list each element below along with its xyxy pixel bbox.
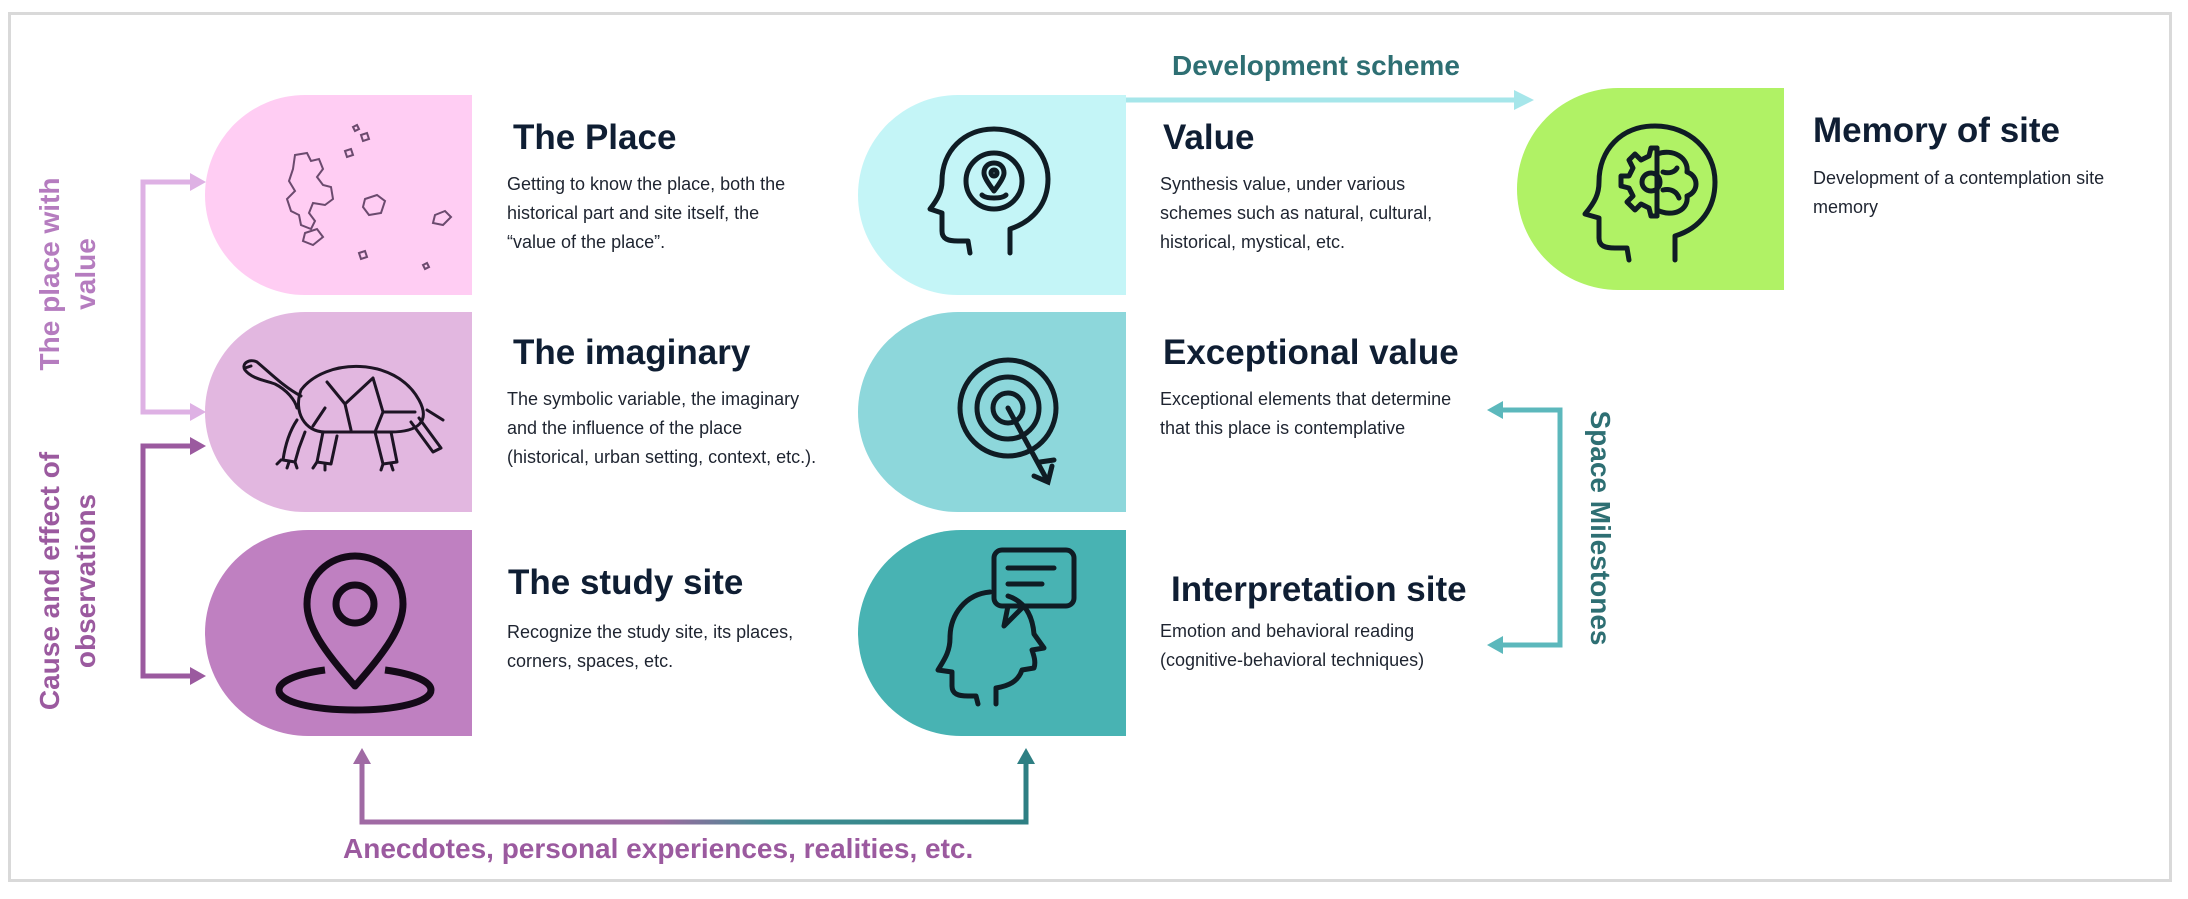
desc-line: Emotion and behavioral reading [1160, 621, 1415, 641]
memory-of-site-title: Memory of site [1813, 111, 2060, 150]
interpretation-site-description: Emotion and behavioral reading (cognitiv… [1160, 617, 1424, 675]
anecdotes-label: Anecdotes, personal experiences, realiti… [343, 833, 974, 864]
head-brain-gear-icon [1582, 123, 1718, 263]
arrowhead [190, 173, 206, 191]
place-tile [205, 95, 472, 295]
memory-of-site-tile [1517, 88, 1784, 290]
space-milestones-connector [1500, 407, 1563, 648]
place-with-value-connector [140, 179, 200, 415]
desc-line: (cognitive-behavioral techniques) [1160, 650, 1425, 670]
arrowhead [1487, 401, 1503, 419]
desc-line: and the influence of the place [507, 418, 743, 438]
tortoise-icon [242, 359, 445, 472]
desc-line: Getting to know the place, both the [507, 174, 786, 194]
desc-line: historical part and site itself, the [507, 203, 760, 223]
cause-effect-connector [140, 443, 200, 679]
islands-map-icon [285, 123, 453, 271]
desc-line: schemes such as natural, cultural, [1160, 203, 1433, 223]
arrowhead [1017, 748, 1035, 764]
desc-line: Recognize the study site, its places, [507, 622, 794, 642]
diagram-frame [8, 12, 2172, 882]
imaginary-description: The symbolic variable, the imaginary and… [507, 385, 816, 472]
imaginary-title: The imaginary [513, 333, 751, 372]
cause-effect-label: Cause and effect of observations [32, 428, 104, 734]
imaginary-tile [205, 312, 472, 512]
development-scheme-label: Development scheme [1172, 50, 1460, 81]
desc-line: Development of a contemplation site [1813, 168, 2105, 188]
desc-line: that this place is contemplative [1160, 418, 1406, 438]
space-milestones-label: Space Milestones [1585, 410, 1616, 646]
desc-line: historical, mystical, etc. [1160, 232, 1346, 252]
label-line: The place with [34, 177, 65, 371]
anecdotes-connector [359, 760, 1029, 825]
place-description: Getting to know the place, both the hist… [507, 170, 785, 257]
study-site-title: The study site [508, 563, 744, 602]
value-tile [858, 95, 1126, 295]
desc-line: (historical, urban setting, context, etc… [507, 447, 817, 467]
place-with-value-label: The place with value [32, 164, 104, 384]
study-site-description: Recognize the study site, its places, co… [507, 618, 793, 676]
value-description: Synthesis value, under various schemes s… [1160, 170, 1432, 257]
arrowhead [1487, 636, 1503, 654]
value-title: Value [1163, 118, 1255, 157]
desc-line: The symbolic variable, the imaginary [507, 389, 800, 409]
memory-of-site-description: Development of a contemplation site memo… [1813, 164, 2104, 222]
desc-line: memory [1813, 197, 1879, 217]
arrowhead [190, 667, 206, 685]
location-pin-icon [275, 552, 435, 714]
desc-line: “value of the place”. [507, 232, 666, 252]
arrowhead [190, 437, 206, 455]
study-site-tile [205, 530, 472, 736]
head-speech-icon [935, 547, 1077, 707]
interpretation-site-tile [858, 530, 1126, 736]
head-location-icon [927, 126, 1051, 256]
desc-line: Synthesis value, under various [1160, 174, 1406, 194]
exceptional-value-title: Exceptional value [1163, 333, 1459, 372]
label-line: value [70, 238, 101, 310]
desc-line: Exceptional elements that determine [1160, 389, 1452, 409]
arrowhead [1514, 90, 1534, 110]
label-line: observations [70, 493, 101, 669]
exceptional-value-tile [858, 312, 1126, 512]
interpretation-site-title: Interpretation site [1171, 570, 1467, 609]
arrowhead [190, 403, 206, 421]
arrowhead [353, 748, 371, 764]
label-line: Cause and effect of [34, 451, 65, 711]
target-arrow-icon [957, 357, 1059, 486]
place-title: The Place [513, 118, 677, 157]
exceptional-value-description: Exceptional elements that determine that… [1160, 385, 1451, 443]
desc-line: corners, spaces, etc. [507, 651, 674, 671]
